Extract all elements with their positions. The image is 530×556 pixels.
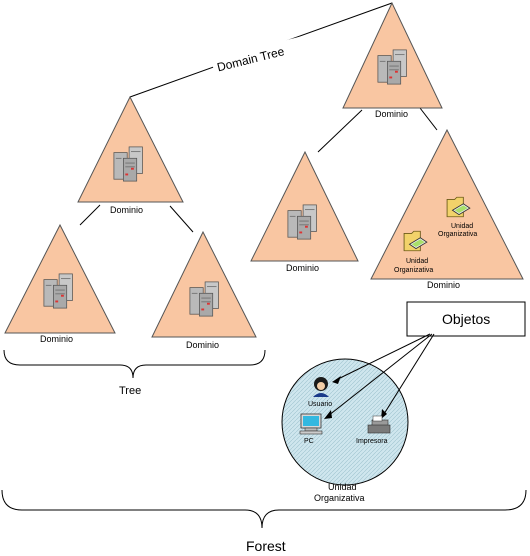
ou-label-line2: Organizativa (438, 231, 477, 238)
ou-circle (281, 358, 409, 486)
objetos-label: Objetos (442, 311, 490, 327)
pc-icon (299, 413, 323, 435)
ou-label-line1: Unidad (406, 258, 428, 265)
arrow-head (324, 410, 332, 419)
dominio-label: Dominio (40, 334, 73, 344)
ou-label-line1: Unidad (451, 223, 473, 230)
ou-circle-label-line1: Unidad (328, 482, 357, 492)
usuario-label: Usuario (308, 401, 332, 408)
objetos-box (406, 301, 526, 337)
printer-icon (367, 415, 391, 434)
object-arrows (327, 333, 435, 417)
ou-circle-label-line2: Organizativa (314, 493, 365, 503)
domain-tree-label-group: Domain Tree (211, 35, 309, 77)
tree-label: Tree (119, 385, 141, 397)
dominio-label: Dominio (186, 340, 219, 350)
domain-triangle-bottom-middle (151, 230, 257, 338)
arrow-head (332, 376, 341, 384)
arrow-head (381, 409, 387, 419)
impresora-label: Impresora (356, 438, 388, 445)
domain-triangle-top-right (342, 1, 443, 109)
user-icon (313, 377, 329, 397)
dominio-label: Dominio (375, 109, 408, 119)
forest-brace (1, 489, 527, 529)
forest-label: Forest (246, 538, 286, 554)
pc-label: PC (304, 438, 314, 445)
dominio-label: Dominio (286, 263, 319, 273)
ou-label-line2: Organizativa (394, 267, 433, 274)
domain-tree-label: Domain Tree (216, 44, 286, 74)
tree-brace (3, 349, 266, 379)
dominio-label: Dominio (110, 205, 143, 215)
dominio-label: Dominio (427, 280, 460, 290)
